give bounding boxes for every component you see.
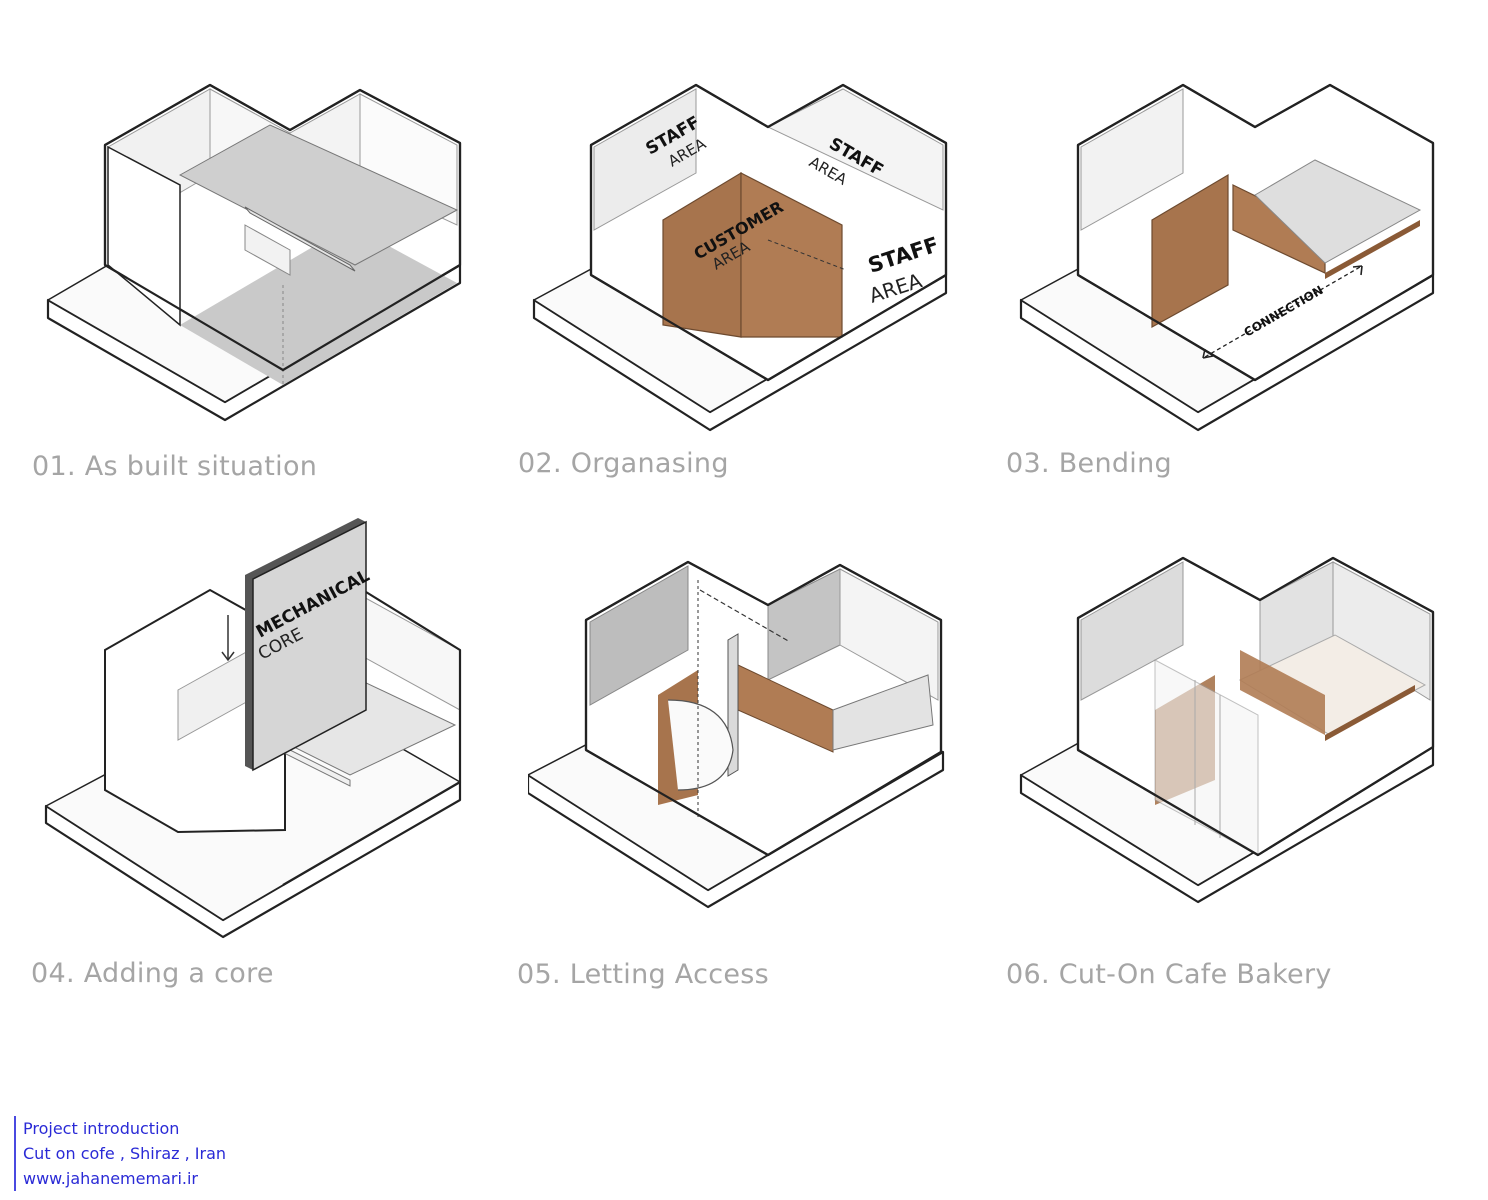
- footer-line-2: Cut on cofe , Shiraz , Iran: [23, 1144, 227, 1163]
- panel-caption: 03. Bending: [1006, 448, 1172, 479]
- panel-letting-access: 05. Letting Access: [517, 550, 1008, 1050]
- panel-caption: 04. Adding a core: [31, 958, 274, 989]
- bending-drawing: CONNECTION: [1019, 83, 1435, 432]
- panel-caption: 02. Organasing: [518, 448, 729, 479]
- cafe-bakery-drawing: [1019, 556, 1435, 904]
- footer-line-1: Project introduction: [23, 1119, 180, 1138]
- organasing-drawing: STAFF STAFF CUSTOMER STAFF AREA AREA ARE…: [532, 83, 948, 432]
- panel-as-built: 01. As built situation: [32, 75, 520, 575]
- panel-cafe-bakery: 06. Cut-On Cafe Bakery: [1006, 550, 1488, 1050]
- project-info: Project introduction Cut on cofe , Shira…: [14, 1116, 226, 1191]
- adding-core-drawing: MECHANICAL CORE: [44, 518, 462, 939]
- as-built-drawing: [46, 83, 462, 422]
- panel-organasing: STAFF STAFF CUSTOMER STAFF AREA AREA ARE…: [518, 75, 1008, 575]
- panel-caption: 05. Letting Access: [517, 959, 770, 990]
- panel-caption: 01. As built situation: [32, 451, 318, 482]
- letting-access-drawing: [528, 560, 945, 909]
- footer-website-link[interactable]: www.jahanememari.ir: [23, 1169, 199, 1188]
- panel-bending: CONNECTION 03. Bending: [1006, 75, 1488, 575]
- panel-adding-core: MECHANICAL CORE 04. Adding a core: [31, 510, 520, 1010]
- panel-caption: 06. Cut-On Cafe Bakery: [1006, 959, 1332, 990]
